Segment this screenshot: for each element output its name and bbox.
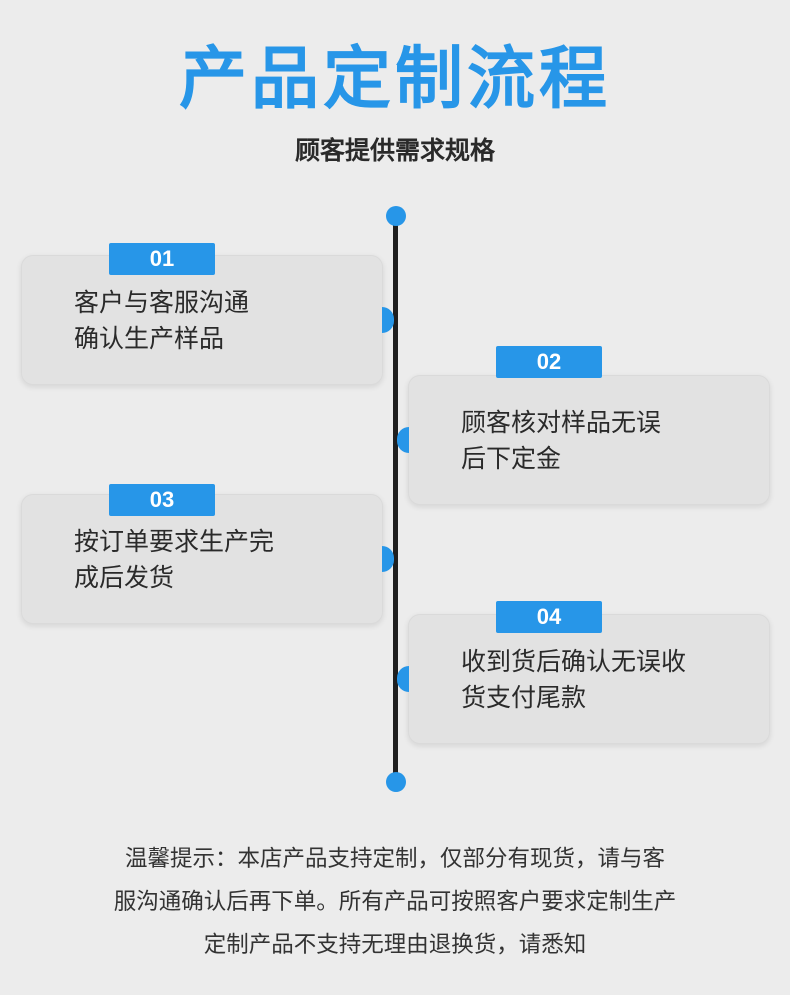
step-connector-03 [382,546,394,572]
step-card-02: 顾客核对样品无误 后下定金 [408,375,770,505]
step-02-line-1: 顾客核对样品无误 [461,408,662,437]
step-02-line-2: 后下定金 [461,444,562,473]
step-03-line-2: 成后发货 [74,563,175,592]
step-connector-01 [382,307,394,333]
timeline-start-dot [386,206,406,226]
notice-text: 温馨提示：本店产品支持定制，仅部分有现货，请与客 服沟通确认后再下单。所有产品可… [0,838,790,967]
timeline-end-dot [386,772,406,792]
step-badge-04: 04 [496,601,602,633]
page-subtitle: 顾客提供需求规格 [294,136,495,165]
step-04-line-2: 货支付尾款 [461,683,587,712]
step-connector-04 [397,666,409,692]
step-03-line-1: 按订单要求生产完 [74,527,275,556]
timeline-line [393,216,398,782]
step-04-line-1: 收到货后确认无误收 [461,647,687,676]
step-text-03: 按订单要求生产完 成后发货 [74,524,274,596]
step-text-02: 顾客核对样品无误 后下定金 [461,405,661,477]
step-01-line-1: 客户与客服沟通 [74,288,250,317]
notice-line-3: 定制产品不支持无理由退换货，请悉知 [203,932,587,958]
step-badge-01: 01 [109,243,215,275]
page-title: 产品定制流程 [178,40,611,119]
notice-line-2: 服沟通确认后再下单。所有产品可按照客户要求定制生产 [113,889,677,915]
step-card-01: 客户与客服沟通 确认生产样品 [21,255,383,385]
step-text-04: 收到货后确认无误收 货支付尾款 [461,644,686,716]
step-badge-03: 03 [109,484,215,516]
step-01-line-2: 确认生产样品 [74,324,225,353]
step-text-01: 客户与客服沟通 确认生产样品 [74,285,249,357]
step-connector-02 [397,427,409,453]
step-badge-02: 02 [496,346,602,378]
step-card-04: 收到货后确认无误收 货支付尾款 [408,614,770,744]
notice-line-1: 温馨提示：本店产品支持定制，仅部分有现货，请与客 [124,846,665,872]
